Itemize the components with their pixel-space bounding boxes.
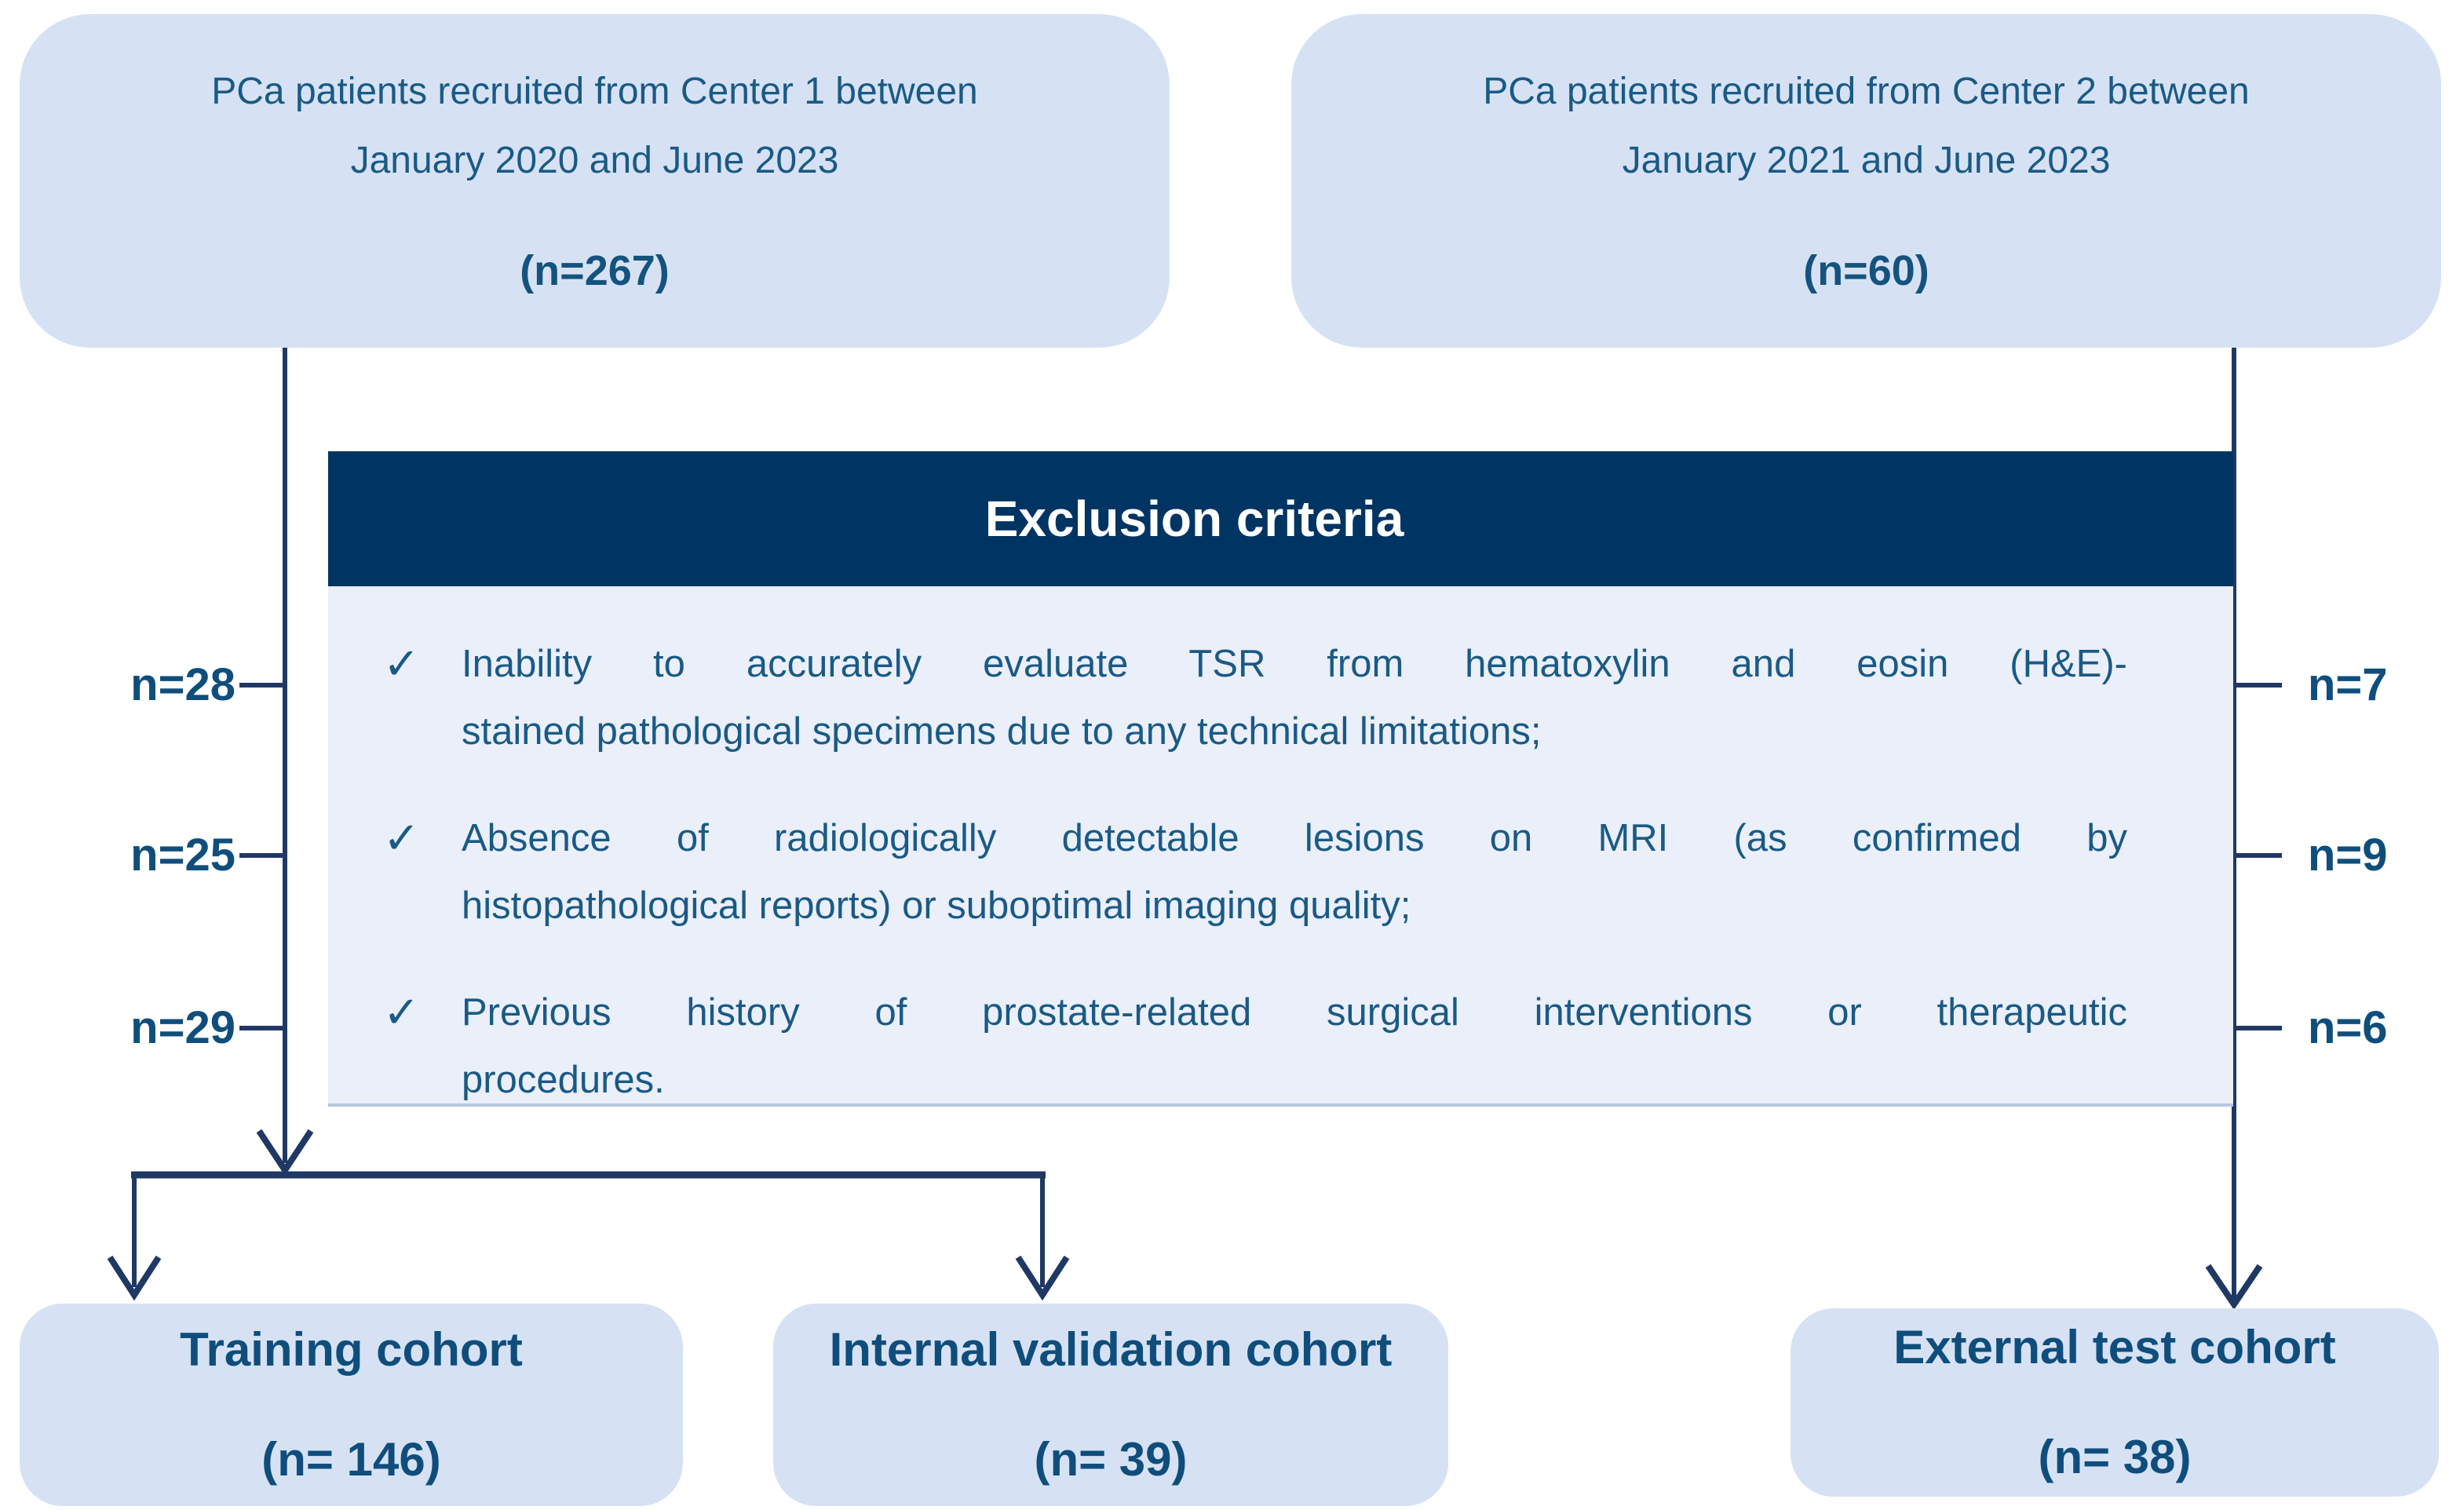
center2-count: (n=60) <box>1803 246 1929 294</box>
exclusion-item: ✓ Inability to accurately evaluate TSR f… <box>383 630 2127 765</box>
exclusion-item-line1: Previous history of prostate-related sur… <box>462 991 2127 1034</box>
exclusion-criteria-title: Exclusion criteria <box>984 491 1404 547</box>
exclusion-item-line2: histopathological reports) or suboptimal… <box>462 884 1411 927</box>
exclusion-item: ✓ Previous history of prostate-related s… <box>383 979 2127 1114</box>
excluded-count-center2-1: n=7 <box>2308 659 2388 710</box>
center1-arrowhead <box>256 1129 314 1176</box>
excluded-count-center1-3: n=29 <box>130 1002 235 1053</box>
training-arrowhead <box>107 1255 162 1301</box>
internal-validation-cohort-box: Internal validation cohort (n= 39) <box>773 1304 1448 1506</box>
excluded-count-center1-2: n=25 <box>130 830 235 881</box>
center1-count: (n=267) <box>520 246 670 294</box>
checkmark-icon: ✓ <box>383 987 420 1037</box>
exclusion-item: ✓ Absence of radiologically detectable l… <box>383 804 2127 939</box>
checkmark-icon: ✓ <box>383 813 420 863</box>
external-test-cohort-box: External test cohort (n= 38) <box>1791 1308 2439 1497</box>
exclusion-item-line1: Absence of radiologically detectable les… <box>462 817 2127 859</box>
internal-validation-cohort-count: (n= 39) <box>1034 1433 1188 1486</box>
external-test-arrowhead <box>2205 1264 2263 1311</box>
exclusion-item-text: Absence of radiologically detectable les… <box>462 804 2127 939</box>
external-test-cohort-title: External test cohort <box>1893 1321 2336 1373</box>
center1-recruitment-box: PCa patients recruited from Center 1 bet… <box>20 14 1170 348</box>
center1-text-line2: January 2020 and June 2023 <box>350 139 839 181</box>
center2-recruitment-box: PCa patients recruited from Center 2 bet… <box>1291 14 2441 348</box>
checkmark-icon: ✓ <box>383 639 420 688</box>
external-test-cohort-count: (n= 38) <box>2038 1431 2192 1483</box>
training-cohort-count: (n= 146) <box>261 1433 441 1486</box>
center2-text-line2: January 2021 and June 2023 <box>1622 139 2111 181</box>
exclusion-item-line2: stained pathological specimens due to an… <box>462 710 1542 753</box>
training-cohort-title: Training cohort <box>180 1323 523 1376</box>
center1-text-line1: PCa patients recruited from Center 1 bet… <box>211 70 978 112</box>
exclusion-criteria-panel: ✓ Inability to accurately evaluate TSR f… <box>328 586 2233 1107</box>
internal-validation-cohort-title: Internal validation cohort <box>829 1323 1393 1376</box>
exclusion-item-text: Inability to accurately evaluate TSR fro… <box>462 630 2127 765</box>
exclusion-item-line2: procedures. <box>462 1059 665 1101</box>
excluded-count-center2-2: n=9 <box>2308 830 2388 881</box>
center2-text-line1: PCa patients recruited from Center 2 bet… <box>1483 70 2250 112</box>
internal-validation-arrowhead <box>1015 1255 1070 1301</box>
excluded-count-center2-3: n=6 <box>2308 1002 2388 1053</box>
excluded-count-center1-1: n=28 <box>130 659 235 710</box>
training-cohort-box: Training cohort (n= 146) <box>20 1304 683 1506</box>
exclusion-criteria-header: Exclusion criteria <box>328 451 2233 586</box>
exclusion-item-text: Previous history of prostate-related sur… <box>462 979 2127 1114</box>
exclusion-item-line1: Inability to accurately evaluate TSR fro… <box>462 643 2127 685</box>
